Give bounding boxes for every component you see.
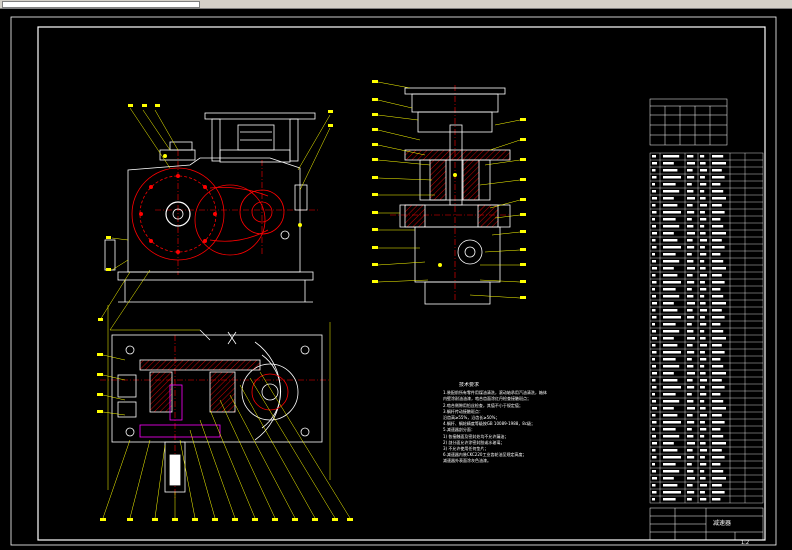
note-line: 6.减速器内装CKC220工业齿轮油至规定高度；: [443, 452, 527, 458]
note-line: 4.蜗杆、蜗轮精度等级按GB 10089-1988，8c级；: [443, 421, 536, 427]
drawing-canvas[interactable]: 技术要求 1.装配前所有零件用煤油清洗，滚动轴承用汽油清洗，箱体 内壁涂耐油油漆…: [0, 9, 792, 550]
outer-frame: [10, 16, 777, 546]
inner-frame: [37, 26, 766, 541]
note-line: 减速器外表面涂灰色油漆。: [443, 458, 491, 464]
leader-lines: [99, 81, 521, 519]
title-block: [649, 507, 764, 541]
note-line: 2) 剖分面允许涂密封胶或水玻璃；: [443, 439, 505, 445]
note-line: 2.啮合侧隙用铅丝检查，其值不小于规定值；: [443, 402, 523, 408]
assembly-drawing: [10, 16, 777, 546]
technical-notes: 技术要求 1.装配前所有零件用煤油清洗，滚动轴承用汽油清洗，箱体 内壁涂耐油油漆…: [443, 382, 628, 465]
note-line: 1.装配前所有零件用煤油清洗，滚动轴承用汽油清洗，箱体: [443, 390, 547, 396]
technical-notes-title: 技术要求: [459, 382, 480, 388]
part-balloons: [97, 80, 526, 521]
drawing-scale: 1:2: [741, 540, 750, 546]
front-view: [104, 112, 320, 303]
note-line: 3) 不允许使用任何垫片；: [443, 446, 489, 452]
parts-list: [649, 152, 764, 504]
command-field[interactable]: [2, 1, 200, 8]
spec-table: [649, 98, 728, 146]
note-line: 内壁涂耐油油漆，啮合齿面涂红丹检查接触斑点；: [443, 396, 531, 402]
cad-toolbar: [0, 0, 792, 9]
note-line: 沿齿高≥55%，沿齿长≥50%；: [443, 415, 500, 421]
side-section-view: [390, 85, 511, 305]
drawing-name: 减速器: [713, 520, 732, 527]
note-line: 1) 各接触面及密封处均不允许漏油；: [443, 433, 509, 439]
note-line: 5.减速器剖分面：: [443, 427, 475, 433]
top-view: [100, 329, 330, 500]
note-line: 3.蜗杆传动接触斑点：: [443, 408, 483, 414]
